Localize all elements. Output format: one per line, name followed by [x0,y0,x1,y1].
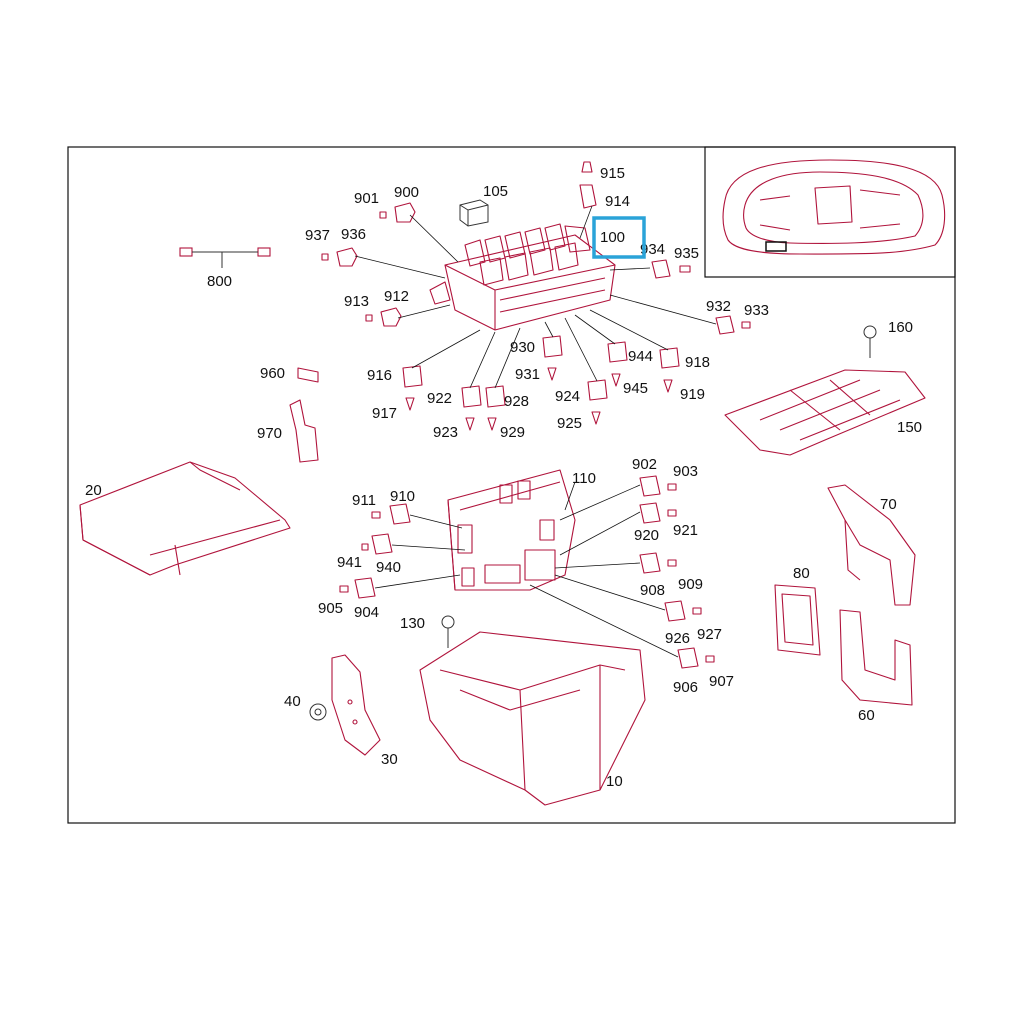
label-937[interactable]: 937 [305,227,330,244]
label-923[interactable]: 923 [433,424,458,441]
label-912[interactable]: 912 [384,288,409,305]
label-917[interactable]: 917 [372,405,397,422]
label-902[interactable]: 902 [632,456,657,473]
part-80-seal[interactable] [774,584,821,656]
label-927[interactable]: 927 [697,626,722,643]
label-934[interactable]: 934 [640,241,665,258]
label-970[interactable]: 970 [257,425,282,442]
label-903[interactable]: 903 [673,463,698,480]
label-924[interactable]: 924 [555,388,580,405]
locator-marker [765,241,787,252]
label-906[interactable]: 906 [673,679,698,696]
label-919[interactable]: 919 [680,386,705,403]
selected-part-highlight [592,216,646,259]
part-150-tray[interactable] [724,369,926,456]
label-936[interactable]: 936 [341,226,366,243]
label-900[interactable]: 900 [394,184,419,201]
label-904[interactable]: 904 [354,604,379,621]
label-918[interactable]: 918 [685,354,710,371]
locator-frame [704,146,956,278]
label-909[interactable]: 909 [678,576,703,593]
label-907[interactable]: 907 [709,673,734,690]
label-160[interactable]: 160 [888,319,913,336]
label-60[interactable]: 60 [858,707,875,724]
leader-lines [354,205,717,658]
label-940[interactable]: 940 [376,559,401,576]
label-916[interactable]: 916 [367,367,392,384]
label-914[interactable]: 914 [605,193,630,210]
label-905[interactable]: 905 [318,600,343,617]
label-80[interactable]: 80 [793,565,810,582]
label-932[interactable]: 932 [706,298,731,315]
part-110-control-unit[interactable] [447,469,576,591]
label-911[interactable]: 911 [352,492,376,509]
part-100-fuse-box[interactable] [429,223,616,331]
label-105[interactable]: 105 [483,183,508,200]
part-70-trim[interactable] [827,484,916,606]
part-105-relay [459,199,489,227]
label-925[interactable]: 925 [557,415,582,432]
label-910[interactable]: 910 [390,488,415,505]
label-130[interactable]: 130 [400,615,425,632]
label-800[interactable]: 800 [207,273,232,290]
label-929[interactable]: 929 [500,424,525,441]
vehicle-locator-car [722,159,946,255]
label-935[interactable]: 935 [674,245,699,262]
label-933[interactable]: 933 [744,302,769,319]
label-901[interactable]: 901 [354,190,379,207]
label-921[interactable]: 921 [673,522,698,539]
part-800-wire [179,247,271,268]
label-100[interactable]: 100 [600,229,625,246]
label-945[interactable]: 945 [623,380,648,397]
label-30[interactable]: 30 [381,751,398,768]
part-130-bolt [441,615,455,648]
label-928[interactable]: 928 [504,393,529,410]
label-908[interactable]: 908 [640,582,665,599]
part-970-holder [289,399,319,463]
label-931[interactable]: 931 [515,366,540,383]
part-labels: 10 20 30 40 60 70 80 100 105 110 130 150… [85,165,922,790]
label-944[interactable]: 944 [628,348,653,365]
label-922[interactable]: 922 [427,390,452,407]
label-913[interactable]: 913 [344,293,369,310]
label-941[interactable]: 941 [337,554,362,571]
part-20-cover[interactable] [79,461,291,576]
label-926[interactable]: 926 [665,630,690,647]
diagram-frame [67,146,956,824]
part-10-housing[interactable] [419,631,646,806]
part-30-bracket[interactable] [331,654,381,756]
label-930[interactable]: 930 [510,339,535,356]
part-40-nut [309,703,327,721]
part-160-bolt [863,325,877,358]
label-40[interactable]: 40 [284,693,301,710]
label-70[interactable]: 70 [880,496,897,513]
part-60-trim[interactable] [839,609,913,706]
label-110[interactable]: 110 [572,470,596,487]
label-10[interactable]: 10 [606,773,623,790]
part-960-fuse [297,367,319,383]
label-150[interactable]: 150 [897,419,922,436]
label-960[interactable]: 960 [260,365,285,382]
label-915[interactable]: 915 [600,165,625,182]
label-920[interactable]: 920 [634,527,659,544]
label-20[interactable]: 20 [85,482,102,499]
